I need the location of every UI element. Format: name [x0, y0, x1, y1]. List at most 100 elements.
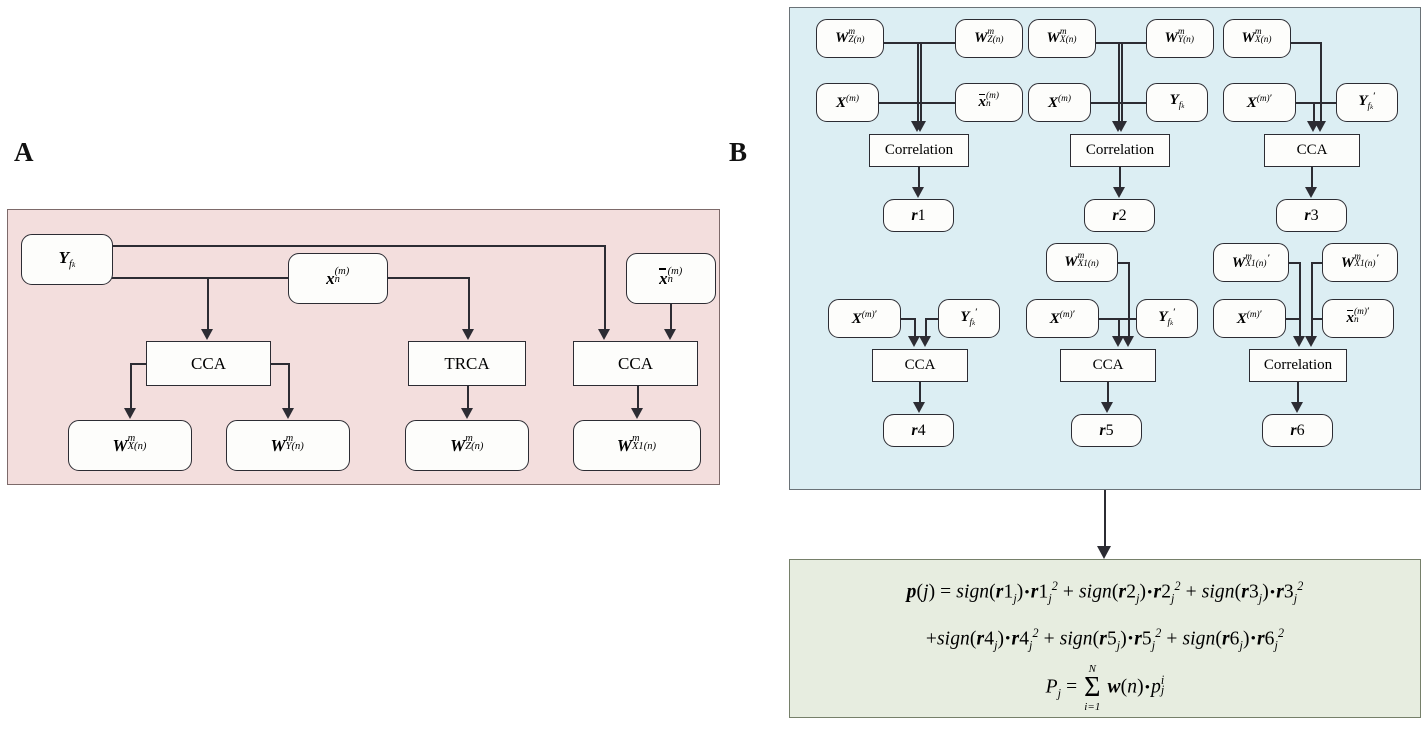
edge-cca-left-out	[130, 363, 148, 365]
arrowhead	[912, 187, 924, 198]
edge-yfk-top	[112, 245, 605, 247]
node-label: CCA	[1296, 142, 1328, 158]
edge	[1118, 42, 1120, 123]
edge	[1118, 102, 1147, 104]
edge	[918, 167, 920, 188]
edge	[925, 318, 927, 338]
edge-yfk-mid	[112, 277, 209, 279]
edge-cca-right-out	[269, 363, 289, 365]
node-label: r2	[1112, 206, 1127, 224]
node-a-w-xn: WmX(n)X(n)	[68, 420, 192, 471]
arrowhead	[919, 336, 931, 347]
edge	[1313, 102, 1337, 104]
node-label: WmZ(n)Z(n)	[974, 27, 1004, 46]
node-label: CCA	[904, 357, 936, 373]
node-label: Correlation	[884, 142, 954, 158]
node-label: r1	[911, 206, 926, 224]
arrowhead	[1291, 402, 1303, 413]
node-b-output-r2: r2	[1084, 199, 1155, 232]
node-b-r1-w-zn: WmZ(n)Z(n)	[816, 19, 884, 58]
node-a-yfk: Yfk	[21, 234, 113, 285]
edge	[917, 102, 956, 104]
edge	[1119, 167, 1121, 188]
arrowhead	[1097, 546, 1111, 559]
arrowhead	[461, 408, 473, 419]
node-b-output-r3: r3	[1276, 199, 1347, 232]
node-label: Correlation	[1263, 357, 1333, 373]
sum-upper-limit: N	[1088, 663, 1097, 676]
node-label: x(m)n(m)	[659, 265, 683, 288]
node-b-r5-yfk-prime: Yfk′	[1136, 299, 1198, 338]
formula-line-1: p(j) = sign(r1j)•r1j2 + sign(r2j)•r2j2 +…	[906, 579, 1304, 606]
node-label: X(m)	[836, 93, 859, 111]
node-b-r3-w-xn: WmX(n)X(n)	[1223, 19, 1291, 58]
node-b-r4-yfk-prime: Yfk′	[938, 299, 1000, 338]
node-label: X(m)′	[1246, 93, 1273, 111]
node-a-op-cca-right: CCA	[573, 341, 698, 386]
node-label: Yfk	[1169, 92, 1185, 112]
node-b-r1-w-zn2: WmZ(n)Z(n)	[955, 19, 1023, 58]
arrowhead	[462, 329, 474, 340]
edge	[917, 42, 956, 44]
node-b-r5-operation: CCA	[1060, 349, 1156, 382]
edge	[1107, 382, 1109, 403]
node-b-r3-operation: CCA	[1264, 134, 1360, 167]
edge-trca-down	[467, 385, 469, 409]
node-label: X(m)′	[851, 309, 878, 327]
formula-line-2: +sign(r4j)•r4j2 + sign(r5j)•r5j2 + sign(…	[925, 625, 1285, 653]
node-a-w-zn: WmZ(n)Z(n)	[405, 420, 529, 471]
node-label: x(m)n(m)	[978, 91, 999, 110]
node-a-xbar-nm: x(m)n(m)	[626, 253, 716, 304]
edge	[878, 102, 921, 104]
node-b-output-r4: r4	[883, 414, 954, 447]
edge	[1090, 102, 1122, 104]
edge-panelb-to-formula	[1104, 490, 1106, 548]
sum-lower-limit: i=1	[1084, 701, 1101, 714]
node-label: Yfk	[58, 247, 76, 270]
edge-xnm-right	[387, 277, 470, 279]
arrowhead	[1112, 336, 1124, 347]
edge	[1118, 318, 1137, 320]
node-b-r4-xm-prime: X(m)′	[828, 299, 901, 338]
arrowhead	[913, 402, 925, 413]
edge-xnm-to-trca	[468, 277, 470, 330]
arrowhead	[1307, 121, 1319, 132]
edge	[917, 42, 919, 123]
edge	[1311, 167, 1313, 188]
arrowhead	[908, 336, 920, 347]
panel-b-letter: B	[729, 137, 748, 167]
node-b-r3-xm-prime: X(m)′	[1223, 83, 1296, 122]
node-b-r1-operation: Correlation	[869, 134, 969, 167]
edge-yfk-down	[604, 245, 606, 330]
edge	[1320, 42, 1322, 123]
node-b-r1-xm: X(m)	[816, 83, 879, 122]
node-label: WmX(n)X(n)	[112, 432, 147, 455]
edge-cca-left-down	[130, 363, 132, 409]
panel-a-letter: A	[14, 137, 34, 167]
edge	[1118, 318, 1120, 338]
node-b-r6-xm-prime: X(m)′	[1213, 299, 1286, 338]
arrowhead	[911, 121, 923, 132]
edge-yfk-to-cca	[207, 277, 209, 330]
node-label: X(m)′	[1236, 309, 1263, 327]
node-b-r2-yfk: Yfk	[1146, 83, 1208, 122]
node-label: WmX(n)X(n)	[1241, 27, 1272, 46]
arrowhead	[1122, 336, 1134, 347]
node-b-output-r5: r5	[1071, 414, 1142, 447]
node-label: TRCA	[444, 354, 490, 373]
arrowhead	[1305, 187, 1317, 198]
edge	[914, 318, 916, 338]
formula-panel: p(j) = sign(r1j)•r1j2 + sign(r2j)•r2j2 +…	[789, 559, 1421, 718]
edge	[1095, 42, 1123, 44]
edge	[1288, 262, 1301, 264]
edge	[883, 42, 922, 44]
arrowhead	[598, 329, 610, 340]
summation-symbol: N Σ i=1	[1084, 663, 1101, 714]
node-b-output-r6: r6	[1262, 414, 1333, 447]
arrowhead	[1101, 402, 1113, 413]
